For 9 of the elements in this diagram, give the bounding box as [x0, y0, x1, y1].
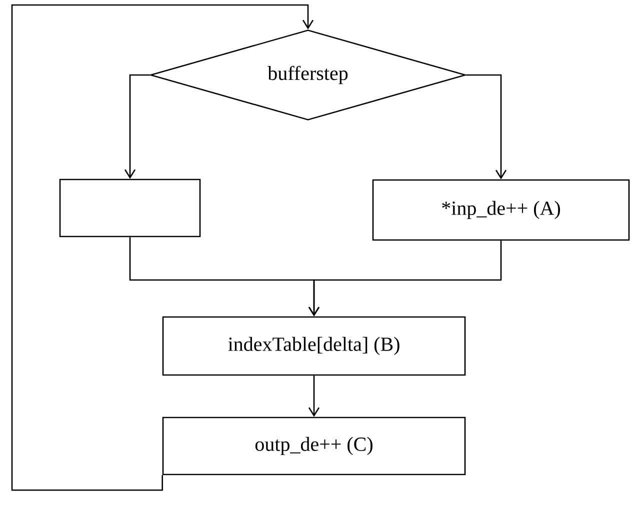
arrow [308, 376, 320, 417]
process-box: *inp_de++ (A) [372, 179, 630, 241]
arrow [124, 74, 150, 179]
arrow [466, 74, 507, 180]
process-box [59, 178, 201, 238]
process-box: indexTable[delta] (B) [162, 316, 466, 376]
process-box: outp_de++ (C) [162, 416, 466, 476]
arrow [308, 240, 502, 316]
arrow [11, 4, 314, 491]
